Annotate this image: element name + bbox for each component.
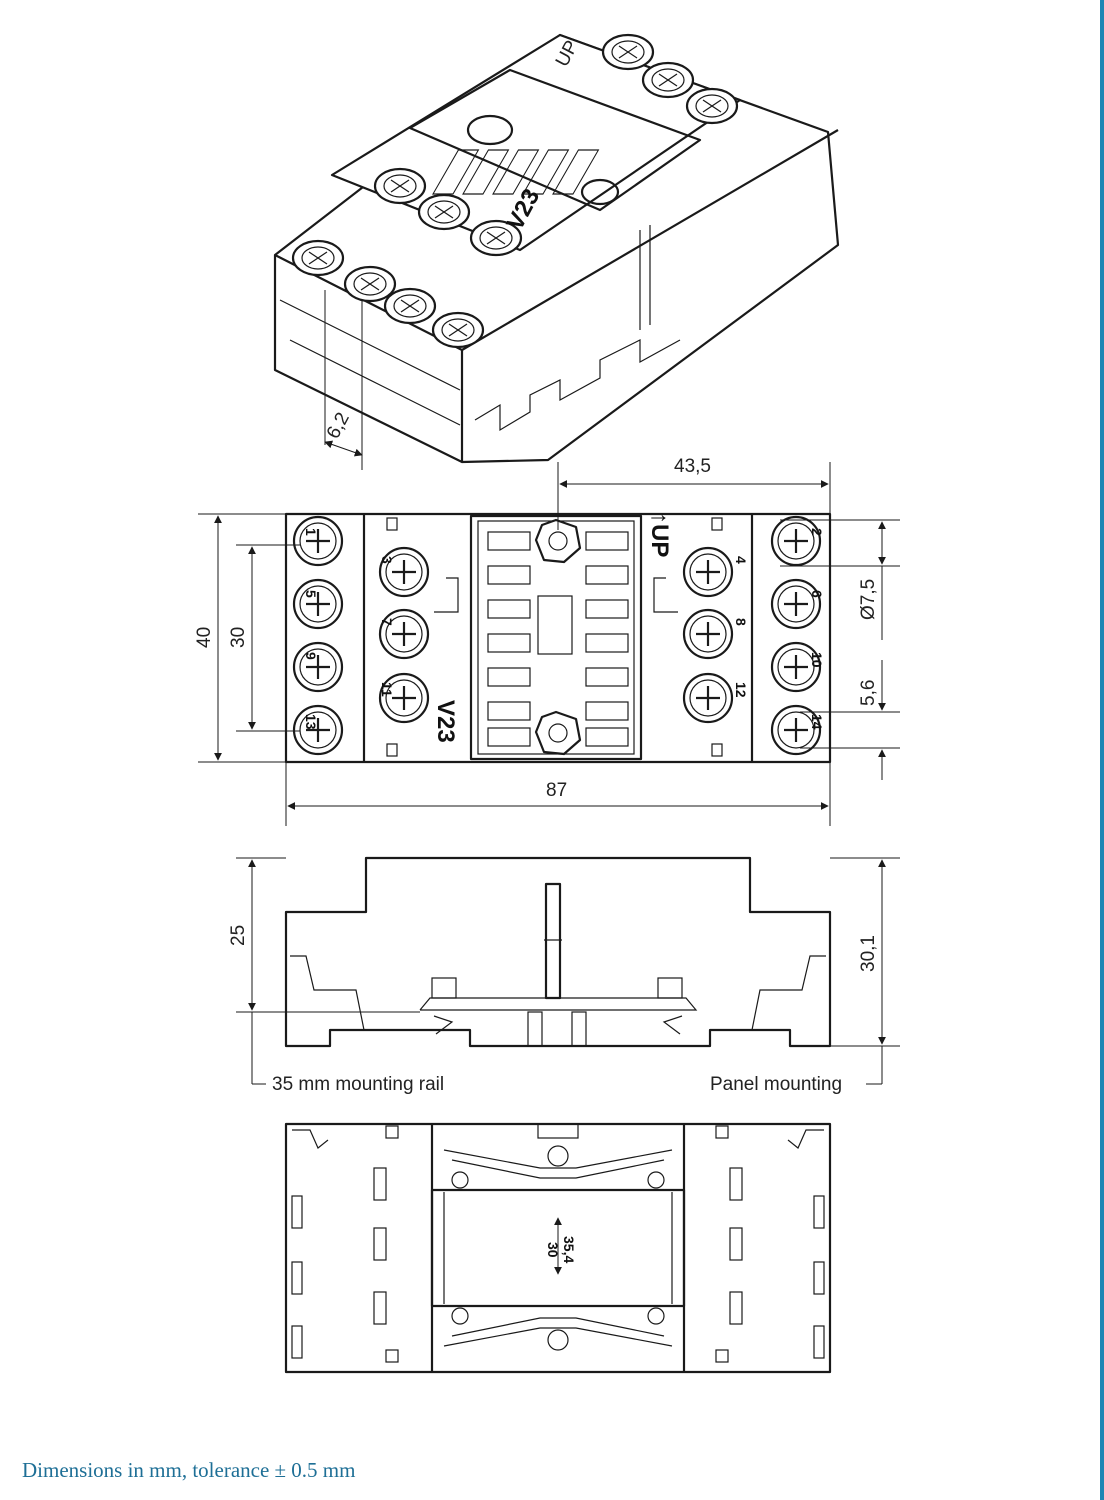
model-label: V23 (432, 700, 459, 743)
panel-mount-label: Panel mounting (710, 1074, 842, 1095)
dim-height-inner: 30 (228, 627, 249, 648)
dim-terminal-spacing: 6,2 (323, 409, 354, 442)
dim-height-outer: 40 (194, 627, 215, 648)
dim-width-half: 43,5 (674, 456, 711, 477)
dim-length: 87 (546, 780, 567, 801)
pin-3: 3 (379, 556, 395, 564)
up-label: ↑UP (646, 512, 673, 557)
dim-terminal-diameter: Ø7,5 (858, 579, 879, 620)
rail-mount-label: 35 mm mounting rail (272, 1074, 444, 1095)
dim-terminal-pitch: 5,6 (858, 680, 879, 706)
bottom-slots (291, 1125, 825, 1363)
pin-2: 2 (809, 528, 825, 536)
dim-rail-height: 25 (228, 925, 249, 946)
pin-10: 10 (809, 652, 825, 668)
pin-14: 14 (809, 714, 825, 730)
caption: Dimensions in mm, tolerance ± 0.5 mm (22, 1458, 356, 1482)
pin-12: 12 (733, 682, 749, 698)
pin-1: 1 (303, 528, 319, 536)
pin-5: 5 (303, 590, 319, 598)
pin-11: 11 (379, 682, 395, 697)
pin-8: 8 (733, 618, 749, 626)
bottom-dim-b: 30 (545, 1242, 561, 1258)
pin-9: 9 (303, 652, 319, 660)
isometric-view: V23 UP 6,2 (273, 33, 840, 470)
pin-7: 7 (379, 618, 395, 626)
top-view: 1 5 9 13 3 7 11 4 8 12 2 6 10 14 V23 ↑UP… (194, 456, 900, 826)
pin-13: 13 (303, 714, 319, 730)
contact-slots (487, 531, 629, 747)
pin-4: 4 (733, 556, 749, 564)
side-view: 25 35 mm mounting rail 30,1 Panel mounti… (228, 856, 900, 1095)
bottom-dim-a: 35,4 (561, 1236, 577, 1263)
pin-6: 6 (809, 590, 825, 598)
bottom-view: 35,4 30 (284, 1122, 832, 1374)
dim-panel-height: 30,1 (858, 935, 879, 972)
